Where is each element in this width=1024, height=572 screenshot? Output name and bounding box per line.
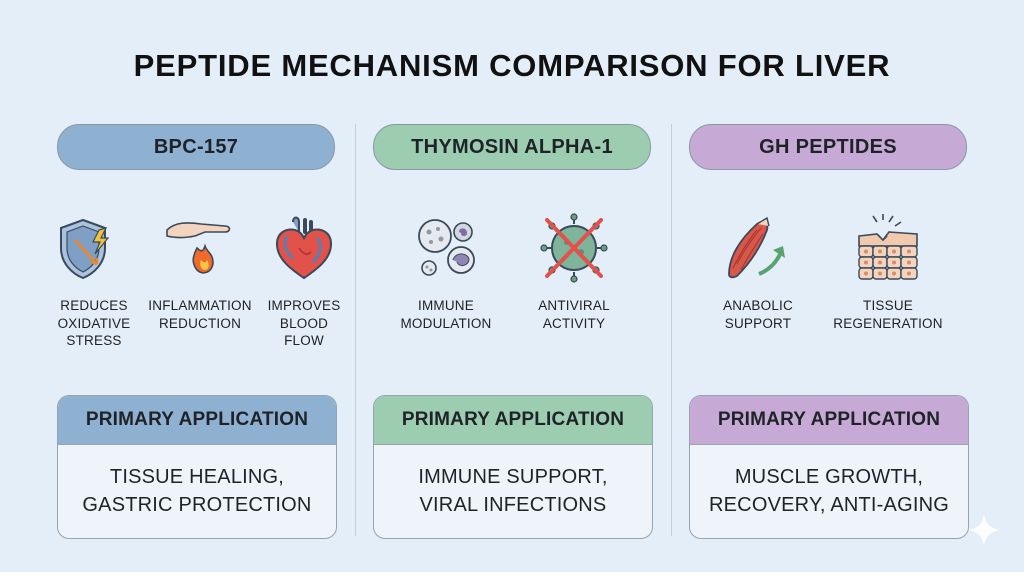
application-header: PRIMARY APPLICATION [374, 396, 652, 445]
mechanism-label: IMMUNE MODULATION [400, 298, 492, 331]
mechanism-label: ANTIVIRAL ACTIVITY [538, 298, 610, 331]
hand-flame-icon [165, 212, 235, 284]
mechanism-label: IMPROVES BLOOD FLOW [267, 298, 341, 348]
shield-lightning-icon [53, 212, 123, 284]
peptide-name-pill: GH PEPTIDES [689, 124, 967, 170]
application-card: PRIMARY APPLICATION IMMUNE SUPPORT, VIRA… [373, 395, 653, 539]
application-header: PRIMARY APPLICATION [58, 396, 336, 445]
column-bpc-157: BPC-157 REDUCES OXIDATIVE STRESS INFLAMM… [57, 0, 347, 572]
application-card: PRIMARY APPLICATION MUSCLE GROWTH, RECOV… [689, 395, 969, 539]
column-divider [355, 124, 356, 536]
application-text: MUSCLE GROWTH, RECOVERY, ANTI-AGING [709, 466, 949, 516]
muscle-arrow-icon [723, 212, 793, 284]
virus-crossed-icon [539, 212, 609, 284]
peptide-name-pill: THYMOSIN ALPHA-1 [373, 124, 651, 170]
page-title: PEPTIDE MECHANISM COMPARISON FOR LIVER [133, 48, 891, 83]
mechanism-label: INFLAMMATION REDUCTION [148, 298, 252, 331]
column-gh-peptides: GH PEPTIDES ANABOLIC SUPPORT [689, 0, 979, 572]
immune-cells-icon [411, 212, 481, 284]
mechanism-label: REDUCES OXIDATIVE STRESS [57, 298, 131, 348]
mechanism-label: TISSUE REGENERATION [833, 298, 943, 331]
application-text: TISSUE HEALING, GASTRIC PROTECTION [82, 466, 312, 516]
application-header: PRIMARY APPLICATION [690, 396, 968, 445]
heart-icon [269, 212, 339, 284]
tissue-cells-icon [853, 212, 923, 284]
peptide-name-pill: BPC-157 [57, 124, 335, 170]
column-divider [671, 124, 672, 536]
application-text: IMMUNE SUPPORT, VIRAL INFECTIONS [418, 466, 608, 516]
column-thymosin-alpha-1: THYMOSIN ALPHA-1 IMMUNE MODULATION [373, 0, 663, 572]
application-card: PRIMARY APPLICATION TISSUE HEALING, GAST… [57, 395, 337, 539]
sparkle-icon [966, 512, 1002, 548]
mechanism-label: ANABOLIC SUPPORT [723, 298, 793, 331]
